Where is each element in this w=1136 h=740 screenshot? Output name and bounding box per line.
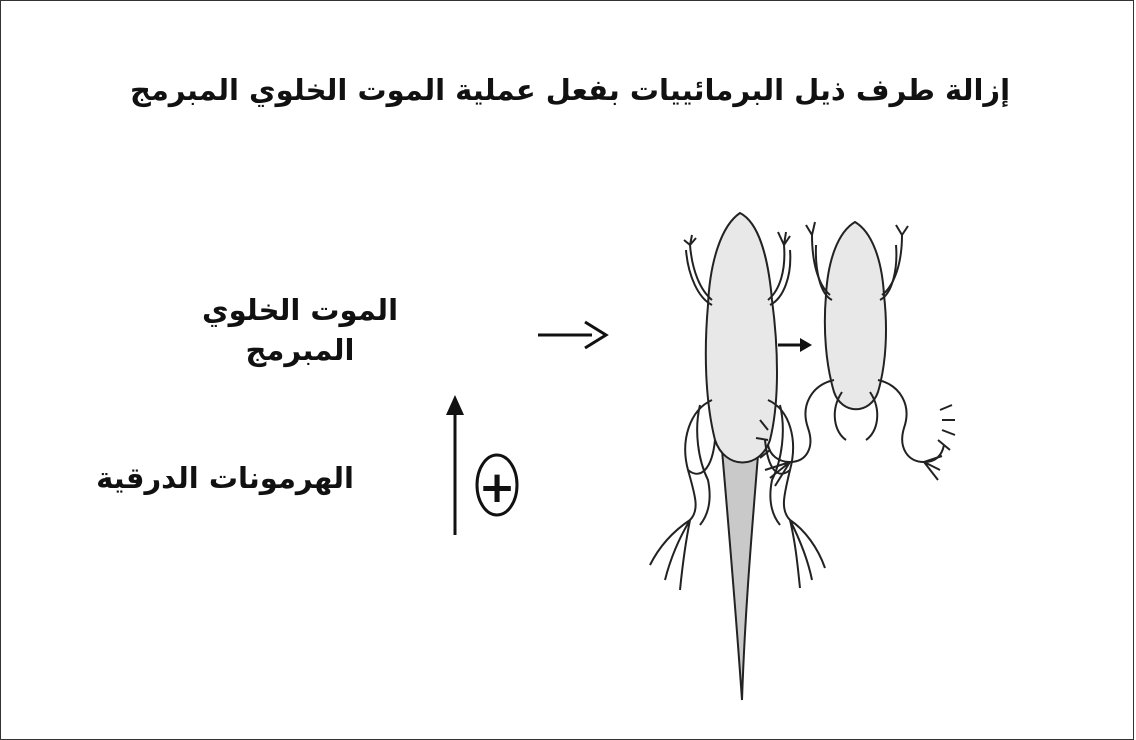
hind-left-leg xyxy=(650,400,712,590)
adult-frog xyxy=(756,222,955,486)
adult-front-right-leg xyxy=(882,225,908,295)
hind-right-leg xyxy=(768,400,825,588)
small-arrow xyxy=(778,338,812,352)
plus-circle-icon: + xyxy=(477,455,517,515)
adult-frog-body xyxy=(825,222,886,409)
stimulation-arrow xyxy=(446,395,464,535)
froglet-body xyxy=(706,213,777,463)
froglet-with-tail xyxy=(650,213,825,700)
tail xyxy=(722,450,758,700)
adult-hind-right-leg xyxy=(878,380,944,480)
plus-symbol: + xyxy=(479,462,516,513)
apoptosis-arrow xyxy=(538,322,606,348)
adult-right-foot xyxy=(938,405,955,450)
